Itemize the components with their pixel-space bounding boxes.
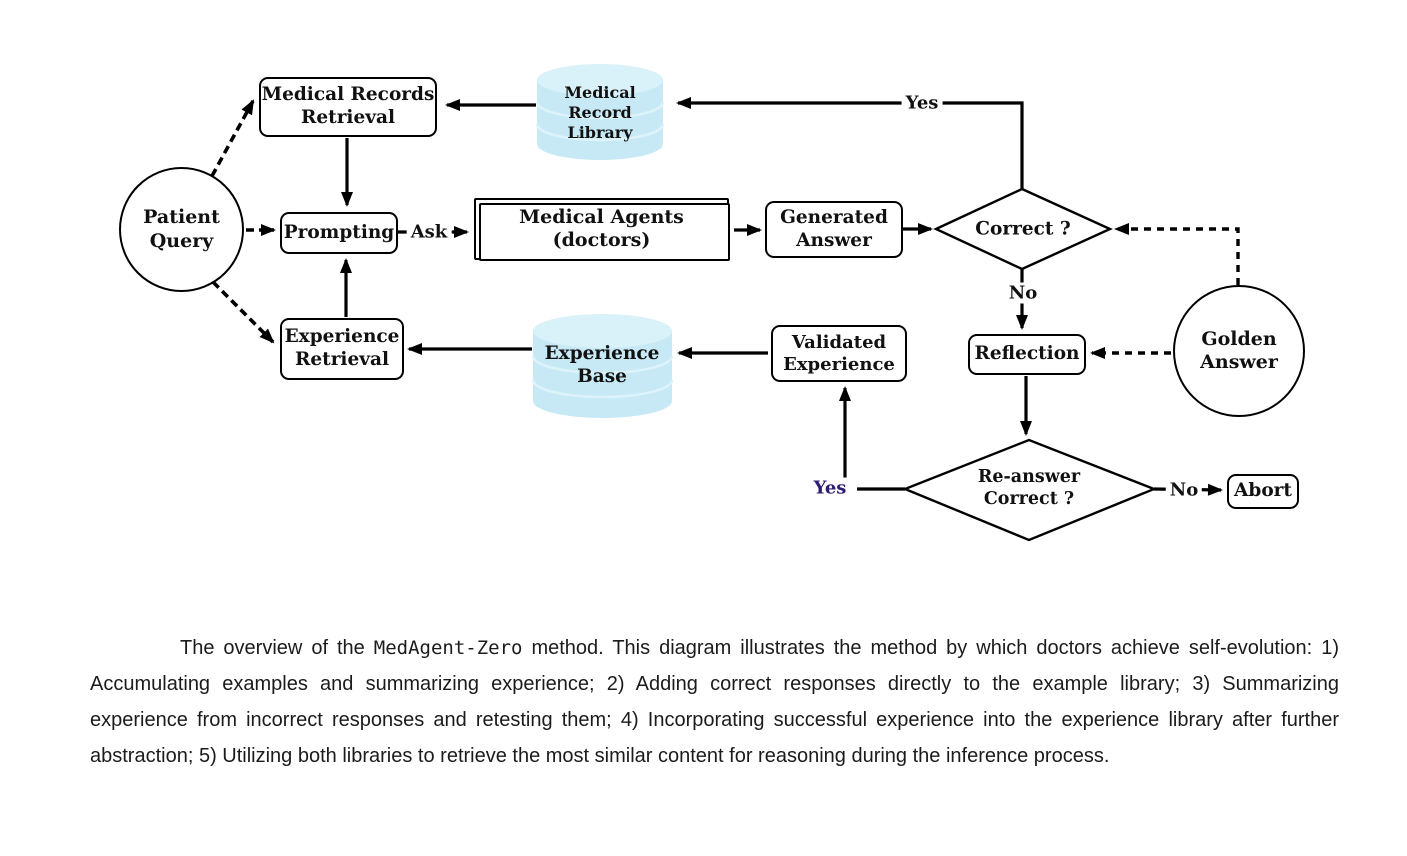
node-experience-base-label: Experience Base [544,342,660,387]
medical-record-library-cylinder [535,64,665,160]
reanswer-decision-label: Re-answer Correct ? [977,467,1081,509]
node-experience-retrieval: Experience Retrieval [280,318,404,380]
caption-method-name: MedAgent-Zero [373,637,523,659]
edge-golden-to-correct [1114,223,1240,285]
node-golden-answer: Golden Answer [1173,285,1305,417]
caption-text-part1: The overview of the [180,637,374,659]
edge-query-to-experience-retrieval [211,280,275,344]
node-generated-answer: Generated Answer [765,201,903,258]
edge-correct-yes-to-library [676,97,1024,189]
yes-bottom-edge-label: Yes [809,477,851,499]
edge-query-to-records-retrieval [210,99,255,177]
figure-caption: The overview of the MedAgent-Zero method… [90,630,1339,774]
flowchart-canvas [210,64,1240,542]
no-bottom-edge-label: No [1165,479,1203,501]
node-medical-records-retrieval: Medical Records Retrieval [259,77,437,137]
node-patient-query: Patient Query [119,167,244,292]
caption-text-part2: method. This diagram illustrates the met… [90,637,1339,767]
node-medical-record-library-label: Medical Record Library [564,83,636,142]
correct-decision-diamond [933,187,1113,271]
experience-base-cylinder [531,314,674,418]
ask-edge-label: Ask [406,221,452,243]
correct-decision-label: Correct ? [975,218,1071,240]
node-reflection: Reflection [968,334,1086,375]
no-mid-edge-label: No [1004,282,1042,304]
reanswer-decision-diamond [901,438,1158,542]
node-medical-agents: Medical Agents (doctors) [474,198,730,261]
node-prompting: Prompting [280,212,398,254]
node-validated-experience: Validated Experience [771,325,907,382]
yes-top-edge-label: Yes [901,92,943,114]
node-abort: Abort [1227,474,1299,509]
